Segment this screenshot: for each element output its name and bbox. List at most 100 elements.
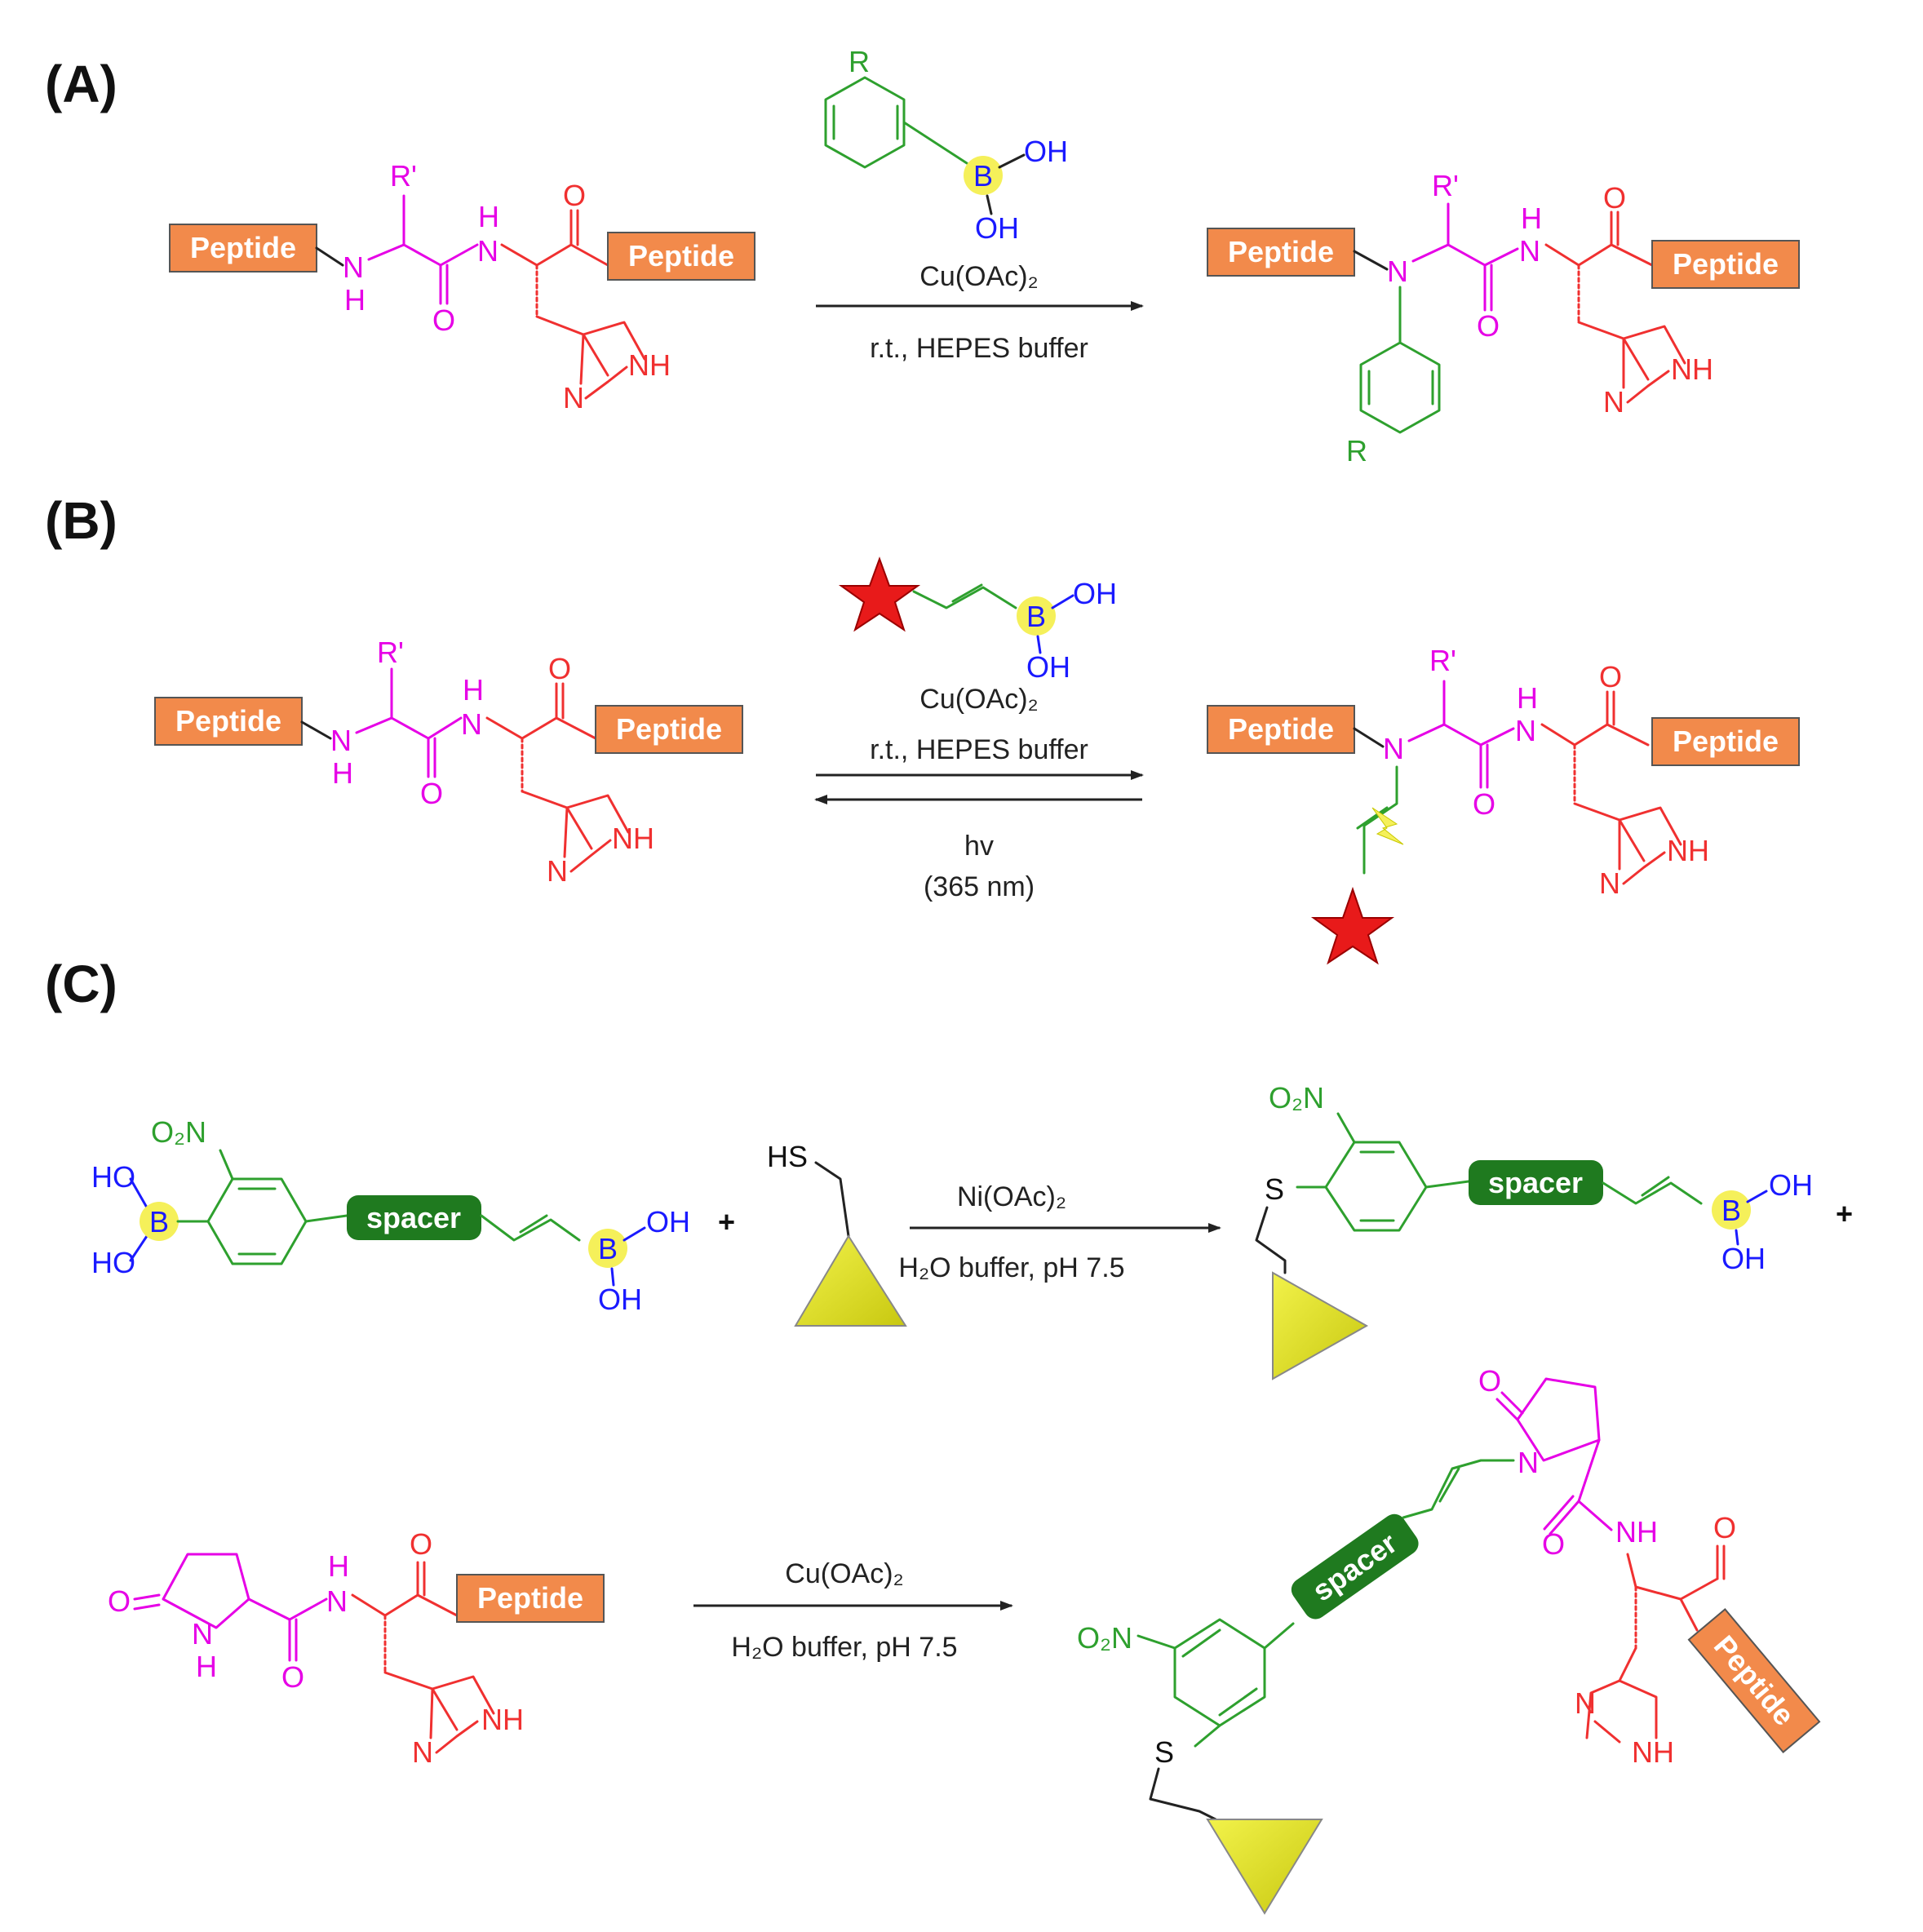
- star-icon: [838, 556, 921, 632]
- atom-h: H: [463, 673, 484, 707]
- atom-oh: OH: [1026, 650, 1070, 684]
- condition-wavelength: (365 nm): [924, 871, 1035, 902]
- atom-oh: OH: [1024, 135, 1068, 168]
- atom-o: O: [1478, 1364, 1501, 1398]
- peptide-tag: [169, 224, 317, 273]
- atom-n: N: [1518, 1446, 1539, 1479]
- atom-r: R: [849, 45, 870, 78]
- atom-h: H: [1517, 681, 1538, 715]
- atom-n: N: [1519, 234, 1540, 268]
- reactant-c-bisboronic: HO HO B O₂N spacer B OH OH: [91, 1115, 690, 1316]
- atom-nh: NH: [1667, 834, 1709, 867]
- atom-o: O: [420, 777, 443, 810]
- atom-o: O: [410, 1527, 432, 1561]
- atom-oh: OH: [1769, 1168, 1813, 1202]
- condition-buffer: r.t., HEPES buffer: [870, 734, 1088, 765]
- spacer-tag: [1291, 1513, 1419, 1620]
- atom-oh: OH: [975, 211, 1019, 245]
- peptide-tag: [456, 1574, 605, 1623]
- atom-r-prime: R': [377, 636, 404, 669]
- boron-highlight: [1712, 1190, 1751, 1230]
- peptide-tag-label: Peptide: [1228, 235, 1334, 268]
- atom-oh: OH: [1073, 577, 1117, 610]
- condition-catalyst: Cu(OAc)₂: [919, 261, 1038, 292]
- atom-n: N: [1603, 385, 1624, 419]
- surface-triangle-icon: [1206, 1819, 1323, 1915]
- peptide-tag-label: Peptide: [175, 704, 281, 738]
- atom-n: N: [1599, 866, 1620, 900]
- product-c: O₂N spacer N O O NH O N NH Peptide S: [1077, 1364, 1821, 1915]
- atom-nh: NH: [1671, 352, 1713, 386]
- atom-o: O: [563, 179, 586, 212]
- atom-b: B: [149, 1205, 169, 1239]
- plus-sign: +: [718, 1205, 735, 1239]
- atom-h: H: [196, 1650, 217, 1683]
- atom-nh: NH: [628, 348, 671, 382]
- atom-b: B: [973, 159, 993, 193]
- star-icon: [1310, 886, 1395, 965]
- atom-nh: NH: [612, 822, 654, 855]
- atom-n: N: [461, 707, 482, 741]
- atom-n: N: [563, 381, 584, 414]
- atom-o: O: [1713, 1511, 1736, 1544]
- intermediate-c: O₂N S spacer B OH OH: [1255, 1081, 1813, 1380]
- peptide-tag-rotated: Peptide: [1687, 1608, 1821, 1753]
- atom-b: B: [1026, 600, 1046, 633]
- peptide-tag: [154, 697, 303, 746]
- reactant-b: Peptide N H R' O N H O N NH Peptide: [154, 636, 743, 888]
- atom-h: H: [344, 283, 366, 317]
- condition-catalyst: Cu(OAc)₂: [919, 684, 1038, 715]
- atom-r-prime: R': [1432, 169, 1459, 202]
- atom-ho: HO: [91, 1246, 135, 1279]
- peptide-tag-label: Peptide: [628, 239, 734, 273]
- atom-n: N: [343, 250, 364, 284]
- reactant-c-pyroglutamyl-peptide: O N H O N H O N NH Peptide: [108, 1527, 605, 1769]
- atom-o2n: O₂N: [1269, 1081, 1324, 1114]
- atom-o: O: [1603, 181, 1626, 215]
- boron-highlight: [588, 1229, 627, 1268]
- spacer-tag-rotated: spacer: [1291, 1513, 1419, 1620]
- atom-h: H: [478, 200, 499, 233]
- atom-o: O: [1473, 787, 1495, 821]
- panel-label-a: (A): [45, 55, 117, 113]
- peptide-tag: [1651, 240, 1800, 289]
- atom-o: O: [1542, 1527, 1565, 1561]
- peptide-tag-label: Peptide: [477, 1581, 583, 1615]
- atom-nh: NH: [1615, 1515, 1658, 1549]
- boron-highlight: [1017, 596, 1056, 636]
- product-a: Peptide N R' O N H O N NH Peptide R: [1207, 169, 1800, 467]
- atom-r-prime: R': [390, 159, 417, 193]
- peptide-tag-label: Peptide: [1228, 712, 1334, 746]
- spacer-tag: [1469, 1160, 1603, 1205]
- atom-o: O: [1477, 309, 1500, 343]
- condition-buffer: H₂O buffer, pH 7.5: [898, 1252, 1124, 1283]
- atom-n: N: [547, 854, 568, 888]
- spacer-tag-label: spacer: [366, 1201, 461, 1234]
- plus-sign: +: [1836, 1197, 1853, 1230]
- peptide-tag-label: Peptide: [190, 231, 296, 264]
- atom-o2n: O₂N: [1077, 1621, 1132, 1655]
- atom-n: N: [1515, 714, 1536, 747]
- atom-n: N: [1575, 1686, 1596, 1720]
- atom-oh: OH: [598, 1283, 642, 1316]
- condition-catalyst: Ni(OAc)₂: [957, 1181, 1066, 1212]
- atom-n: N: [477, 234, 498, 268]
- atom-s: S: [1265, 1172, 1284, 1206]
- reactant-c-thiol: HS: [767, 1140, 907, 1327]
- peptide-tag-label: Peptide: [1673, 247, 1779, 281]
- peptide-tag-label: Peptide: [1673, 724, 1779, 758]
- atom-n: N: [192, 1617, 213, 1651]
- spacer-tag: [347, 1195, 481, 1240]
- surface-triangle-icon: [794, 1234, 907, 1327]
- surface-triangle-icon: [1272, 1271, 1369, 1380]
- spacer-tag-label: spacer: [1488, 1166, 1583, 1199]
- panel-label-c: (C): [45, 955, 117, 1013]
- peptide-tag-label: Peptide: [616, 712, 722, 746]
- atom-n: N: [330, 724, 352, 757]
- atom-h: H: [328, 1549, 349, 1583]
- atom-n: N: [1383, 732, 1404, 765]
- atom-nh: NH: [1632, 1735, 1674, 1769]
- peptide-tag: [595, 705, 743, 754]
- boron-highlight: [964, 156, 1003, 195]
